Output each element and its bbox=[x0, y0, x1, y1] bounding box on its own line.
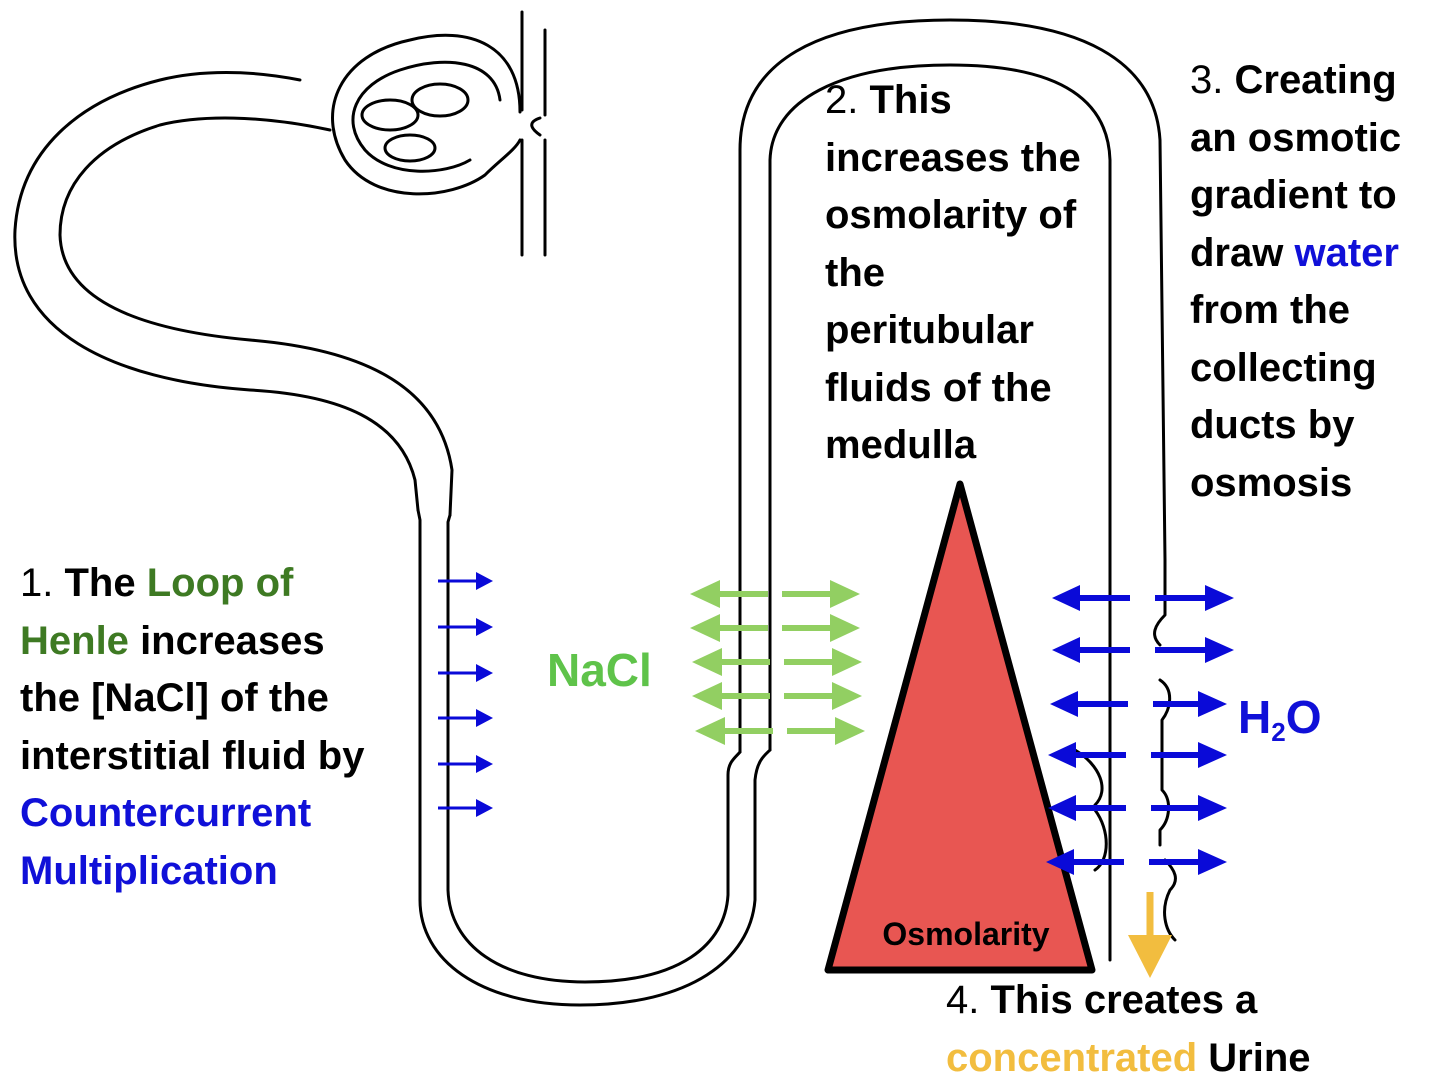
countercurrent-term: Countercurrent bbox=[20, 791, 312, 835]
blue-double-arrow-icon bbox=[1052, 585, 1234, 611]
descending-limb-outer bbox=[416, 508, 772, 1007]
loop-of-henle-term: Loop of bbox=[146, 561, 294, 605]
green-double-arrow-icon bbox=[690, 580, 860, 608]
proximal-tubule-outer bbox=[13, 71, 420, 512]
green-double-arrow-icon bbox=[690, 614, 860, 642]
osmolarity-triangle bbox=[824, 480, 1096, 974]
proximal-tubule-inner bbox=[58, 116, 454, 517]
blue-double-arrow-icon bbox=[1050, 691, 1227, 717]
bowman-capsule-inner bbox=[351, 60, 502, 173]
concentrated-term: concentrated bbox=[946, 1035, 1198, 1080]
multiplication-term: Multiplication bbox=[20, 848, 278, 893]
descending-limb-inner bbox=[446, 513, 742, 984]
blue-right-arrow-icon bbox=[438, 755, 493, 773]
yellow-down-arrow-icon bbox=[1128, 892, 1172, 978]
water-term: water bbox=[1294, 230, 1399, 275]
ascending-limb-outer bbox=[738, 18, 1167, 754]
green-double-arrow-icon bbox=[692, 648, 862, 676]
blue-right-arrow-icon bbox=[438, 709, 493, 727]
blue-double-arrow-icon bbox=[1048, 795, 1227, 821]
step-3-caption: 3. Creating an osmotic gradient to draw … bbox=[1190, 58, 1402, 505]
arteriole-outline bbox=[520, 10, 547, 257]
blue-right-arrow-icon bbox=[438, 618, 493, 636]
h2o-label: H2O bbox=[1238, 691, 1322, 747]
blue-right-arrow-icon bbox=[438, 572, 493, 590]
capillary-loop bbox=[383, 133, 437, 163]
step-1-number: 1. bbox=[20, 561, 54, 605]
step-1-caption: 1. The Loop of Henle increases the [NaCl… bbox=[20, 555, 364, 900]
blue-right-arrow-icon bbox=[438, 664, 493, 682]
ascending-limb-inner bbox=[768, 63, 1112, 962]
osmolarity-label: Osmolarity bbox=[882, 916, 1049, 952]
green-double-arrow-icon bbox=[695, 717, 865, 745]
blue-right-arrow-icon bbox=[438, 799, 493, 817]
capillary-loop bbox=[410, 82, 470, 118]
step-4-caption: 4. This creates a concentrated Urine bbox=[946, 978, 1311, 1080]
capillary-loop bbox=[360, 98, 420, 132]
blue-double-arrow-icon bbox=[1046, 849, 1227, 875]
blue-double-arrow-icon bbox=[1052, 637, 1234, 663]
bowman-capsule-outline bbox=[331, 33, 522, 196]
blue-double-arrow-icon bbox=[1048, 742, 1227, 768]
step-2-caption: 2. This increases the osmolarity of the … bbox=[825, 78, 1081, 467]
green-double-arrow-icon bbox=[692, 682, 862, 710]
collecting-duct-wall bbox=[1153, 558, 1177, 942]
nacl-label: NaCl bbox=[547, 644, 652, 696]
